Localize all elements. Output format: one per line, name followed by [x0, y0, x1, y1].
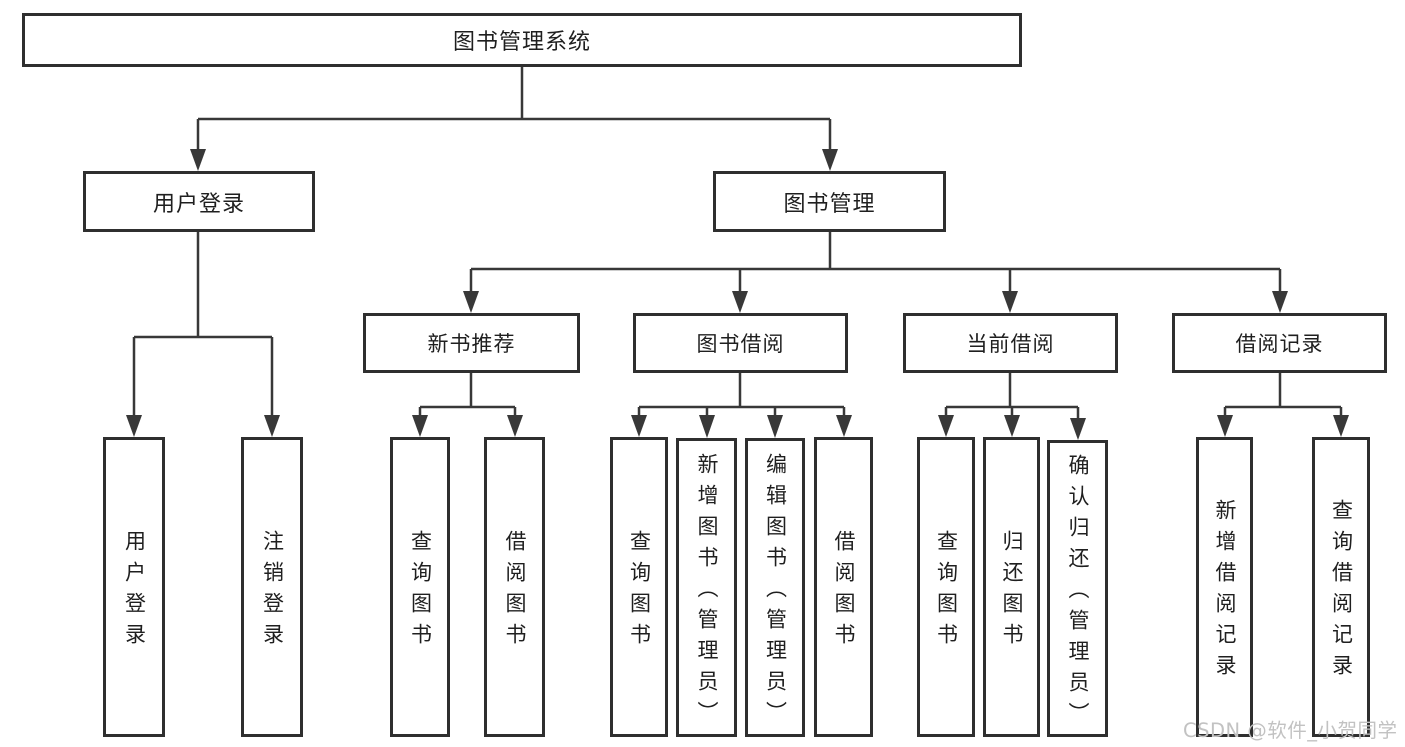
leaf-borrow-query-book-label: 查询图书	[627, 530, 652, 654]
leaf-user-login: 用户登录	[103, 437, 165, 737]
leaf-current-confirm-return: 确认归还（管理员）	[1047, 440, 1108, 737]
node-borrow-record-label: 借阅记录	[1235, 332, 1324, 356]
leaf-current-query-book: 查询图书	[917, 437, 975, 737]
leaf-current-return-book: 归还图书	[983, 437, 1040, 737]
leaf-record-query-record-label: 查询借阅记录	[1329, 499, 1354, 685]
node-user-login-label: 用户登录	[152, 191, 245, 217]
leaf-borrow-borrow-book-label: 借阅图书	[832, 530, 856, 654]
node-user-login: 用户登录	[83, 171, 315, 232]
node-book-management: 图书管理	[713, 171, 946, 232]
leaf-recommend-query-book-label: 查询图书	[408, 530, 433, 654]
node-borrow-record: 借阅记录	[1172, 313, 1387, 373]
leaf-current-confirm-return-label: 确认归还（管理员）	[1066, 454, 1090, 733]
node-root-label: 图书管理系统	[452, 30, 591, 55]
node-current-borrow-label: 当前借阅	[966, 332, 1055, 356]
leaf-recommend-borrow-book: 借阅图书	[484, 437, 545, 737]
leaf-borrow-edit-book-label: 编辑图书（管理员）	[763, 453, 788, 732]
leaf-borrow-query-book: 查询图书	[610, 437, 668, 737]
leaf-user-login-label: 用户登录	[122, 530, 147, 654]
node-book-management-label: 图书管理	[783, 191, 876, 217]
leaf-borrow-add-book-label: 新增图书（管理员）	[695, 453, 719, 732]
node-current-borrow: 当前借阅	[903, 313, 1118, 373]
leaf-record-add-record: 新增借阅记录	[1196, 437, 1253, 737]
node-root: 图书管理系统	[22, 13, 1022, 67]
leaf-current-return-book-label: 归还图书	[1000, 530, 1024, 654]
leaf-borrow-add-book: 新增图书（管理员）	[676, 438, 737, 737]
node-new-book-recommend: 新书推荐	[363, 313, 580, 373]
leaf-record-query-record: 查询借阅记录	[1312, 437, 1370, 737]
leaf-borrow-edit-book: 编辑图书（管理员）	[745, 438, 805, 737]
leaf-borrow-borrow-book: 借阅图书	[814, 437, 873, 737]
leaf-recommend-query-book: 查询图书	[390, 437, 450, 737]
node-book-borrow: 图书借阅	[633, 313, 848, 373]
leaf-logout: 注销登录	[241, 437, 303, 737]
leaf-logout-label: 注销登录	[260, 530, 285, 654]
leaf-record-add-record-label: 新增借阅记录	[1213, 499, 1237, 685]
leaf-current-query-book-label: 查询图书	[934, 530, 959, 654]
node-book-borrow-label: 图书借阅	[696, 332, 785, 356]
leaf-recommend-borrow-book-label: 借阅图书	[503, 530, 527, 654]
arrowhead-icons	[126, 149, 1349, 440]
csdn-watermark: CSDN @软件_小贺同学	[1183, 719, 1398, 742]
node-new-book-recommend-label: 新书推荐	[427, 332, 516, 356]
